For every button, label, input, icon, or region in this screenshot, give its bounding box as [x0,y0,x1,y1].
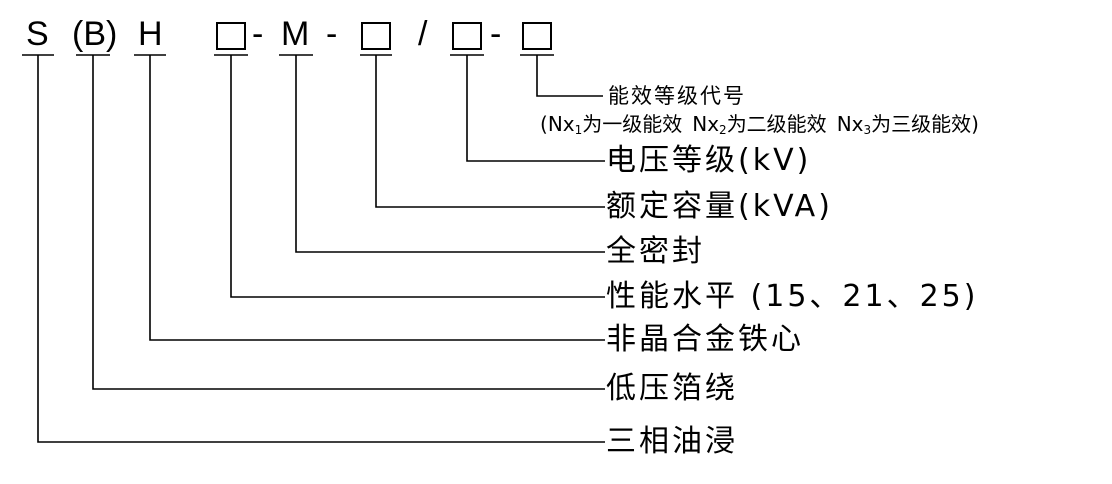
label-sealed: 全密封 [606,234,705,269]
code-box-performance [216,22,246,50]
label-capacity: 额定容量(kVA) [606,189,833,224]
leader-line-amorphous [149,55,605,341]
leader-line-oil [37,55,605,443]
code-box-efficiency [522,22,552,50]
code-dash-2: - [326,15,338,53]
code-box-capacity [361,22,391,50]
code-dash-3: - [490,15,502,53]
leader-line-efficiency [536,55,603,97]
leader-line-sealed [295,55,605,253]
code-box-voltage [452,22,482,50]
leader-line-capacity [375,55,605,208]
code-letter-h: H [138,15,163,53]
code-slash: / [418,15,428,53]
leader-line-performance [230,55,605,298]
label-oil: 三相油浸 [606,424,738,459]
code-letter-m: M [281,15,310,53]
leader-line-voltage [466,55,605,162]
code-dash-1: - [252,15,264,53]
label-performance: 性能水平 (15、21、25) [606,279,979,314]
leader-line-foil [92,55,605,390]
code-letter-s: S [26,15,49,53]
label-foil: 低压箔绕 [606,371,738,406]
code-letter-b: (B) [72,15,118,53]
label-efficiency-code: 能效等级代号 [608,84,746,108]
label-voltage: 电压等级(kV) [606,143,812,178]
label-amorphous: 非晶合金铁心 [606,322,804,357]
